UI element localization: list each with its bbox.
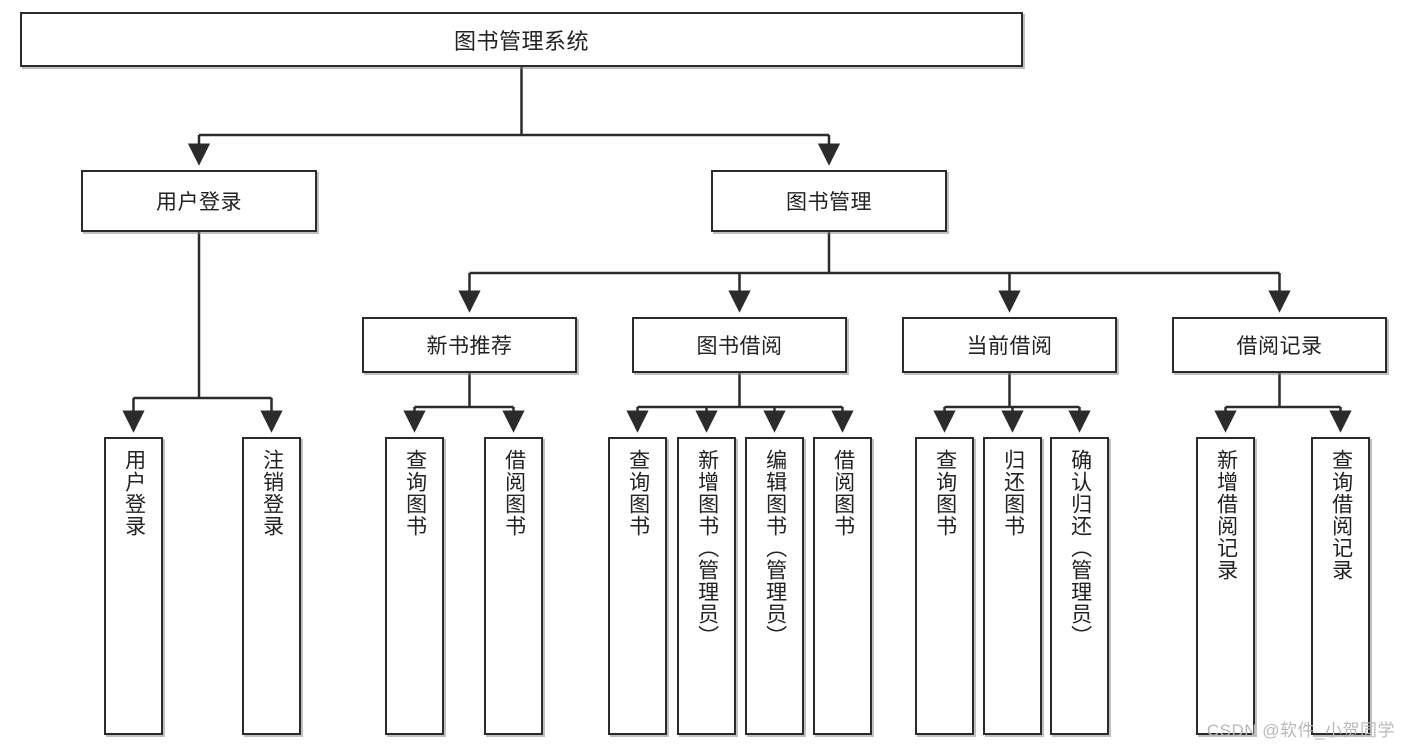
- node-book-borrow[interactable]: 图书借阅: [632, 317, 847, 373]
- node-leaf-edit-book-admin-label: 编辑图书（管理员）: [763, 449, 787, 647]
- node-leaf-edit-book-admin[interactable]: 编辑图书（管理员）: [745, 437, 804, 735]
- node-leaf-confirm-return-admin[interactable]: 确认归还（管理员）: [1050, 437, 1109, 735]
- node-leaf-return-book-label: 归还图书: [1001, 449, 1025, 537]
- node-user-login-label: 用户登录: [156, 191, 242, 214]
- node-leaf-query-book-2-label: 查询图书: [626, 449, 650, 537]
- node-leaf-query-borrow-record[interactable]: 查询借阅记录: [1311, 437, 1370, 735]
- node-book-manage-label: 图书管理: [786, 191, 872, 214]
- node-leaf-return-book[interactable]: 归还图书: [983, 437, 1042, 735]
- node-leaf-query-borrow-record-label: 查询借阅记录: [1329, 449, 1353, 581]
- node-root[interactable]: 图书管理系统: [20, 12, 1023, 67]
- watermark: CSDN @软件_小贺同学: [1206, 721, 1395, 740]
- node-leaf-query-book-3-label: 查询图书: [933, 449, 957, 537]
- node-leaf-add-borrow-record[interactable]: 新增借阅记录: [1196, 437, 1255, 735]
- node-leaf-confirm-return-admin-label: 确认归还（管理员）: [1068, 449, 1092, 647]
- node-book-borrow-label: 图书借阅: [696, 335, 783, 358]
- node-user-login[interactable]: 用户登录: [81, 170, 317, 232]
- node-root-label: 图书管理系统: [453, 28, 589, 54]
- node-borrow-record-label: 借阅记录: [1236, 335, 1323, 358]
- node-leaf-borrow-book-2[interactable]: 借阅图书: [813, 437, 872, 735]
- node-leaf-logout-login-label: 注销登录: [260, 449, 284, 537]
- node-leaf-borrow-book-2-label: 借阅图书: [831, 449, 855, 537]
- node-leaf-query-book-1[interactable]: 查询图书: [385, 437, 444, 735]
- node-leaf-borrow-book-1[interactable]: 借阅图书: [484, 437, 543, 735]
- node-leaf-add-book-admin-label: 新增图书（管理员）: [695, 449, 719, 647]
- node-new-book-recommend[interactable]: 新书推荐: [362, 317, 577, 373]
- node-current-borrow-label: 当前借阅: [966, 335, 1053, 358]
- node-leaf-logout-login[interactable]: 注销登录: [242, 437, 301, 735]
- node-leaf-user-login-label: 用户登录: [122, 449, 146, 537]
- node-leaf-add-book-admin[interactable]: 新增图书（管理员）: [677, 437, 736, 735]
- node-current-borrow[interactable]: 当前借阅: [902, 317, 1117, 373]
- node-leaf-query-book-1-label: 查询图书: [403, 449, 427, 537]
- node-book-manage[interactable]: 图书管理: [711, 170, 947, 232]
- node-leaf-query-book-2[interactable]: 查询图书: [608, 437, 667, 735]
- node-leaf-add-borrow-record-label: 新增借阅记录: [1214, 449, 1238, 581]
- node-new-book-recommend-label: 新书推荐: [426, 335, 513, 358]
- node-leaf-borrow-book-1-label: 借阅图书: [502, 449, 526, 537]
- node-borrow-record[interactable]: 借阅记录: [1172, 317, 1387, 373]
- node-leaf-user-login[interactable]: 用户登录: [104, 437, 163, 735]
- node-leaf-query-book-3[interactable]: 查询图书: [915, 437, 974, 735]
